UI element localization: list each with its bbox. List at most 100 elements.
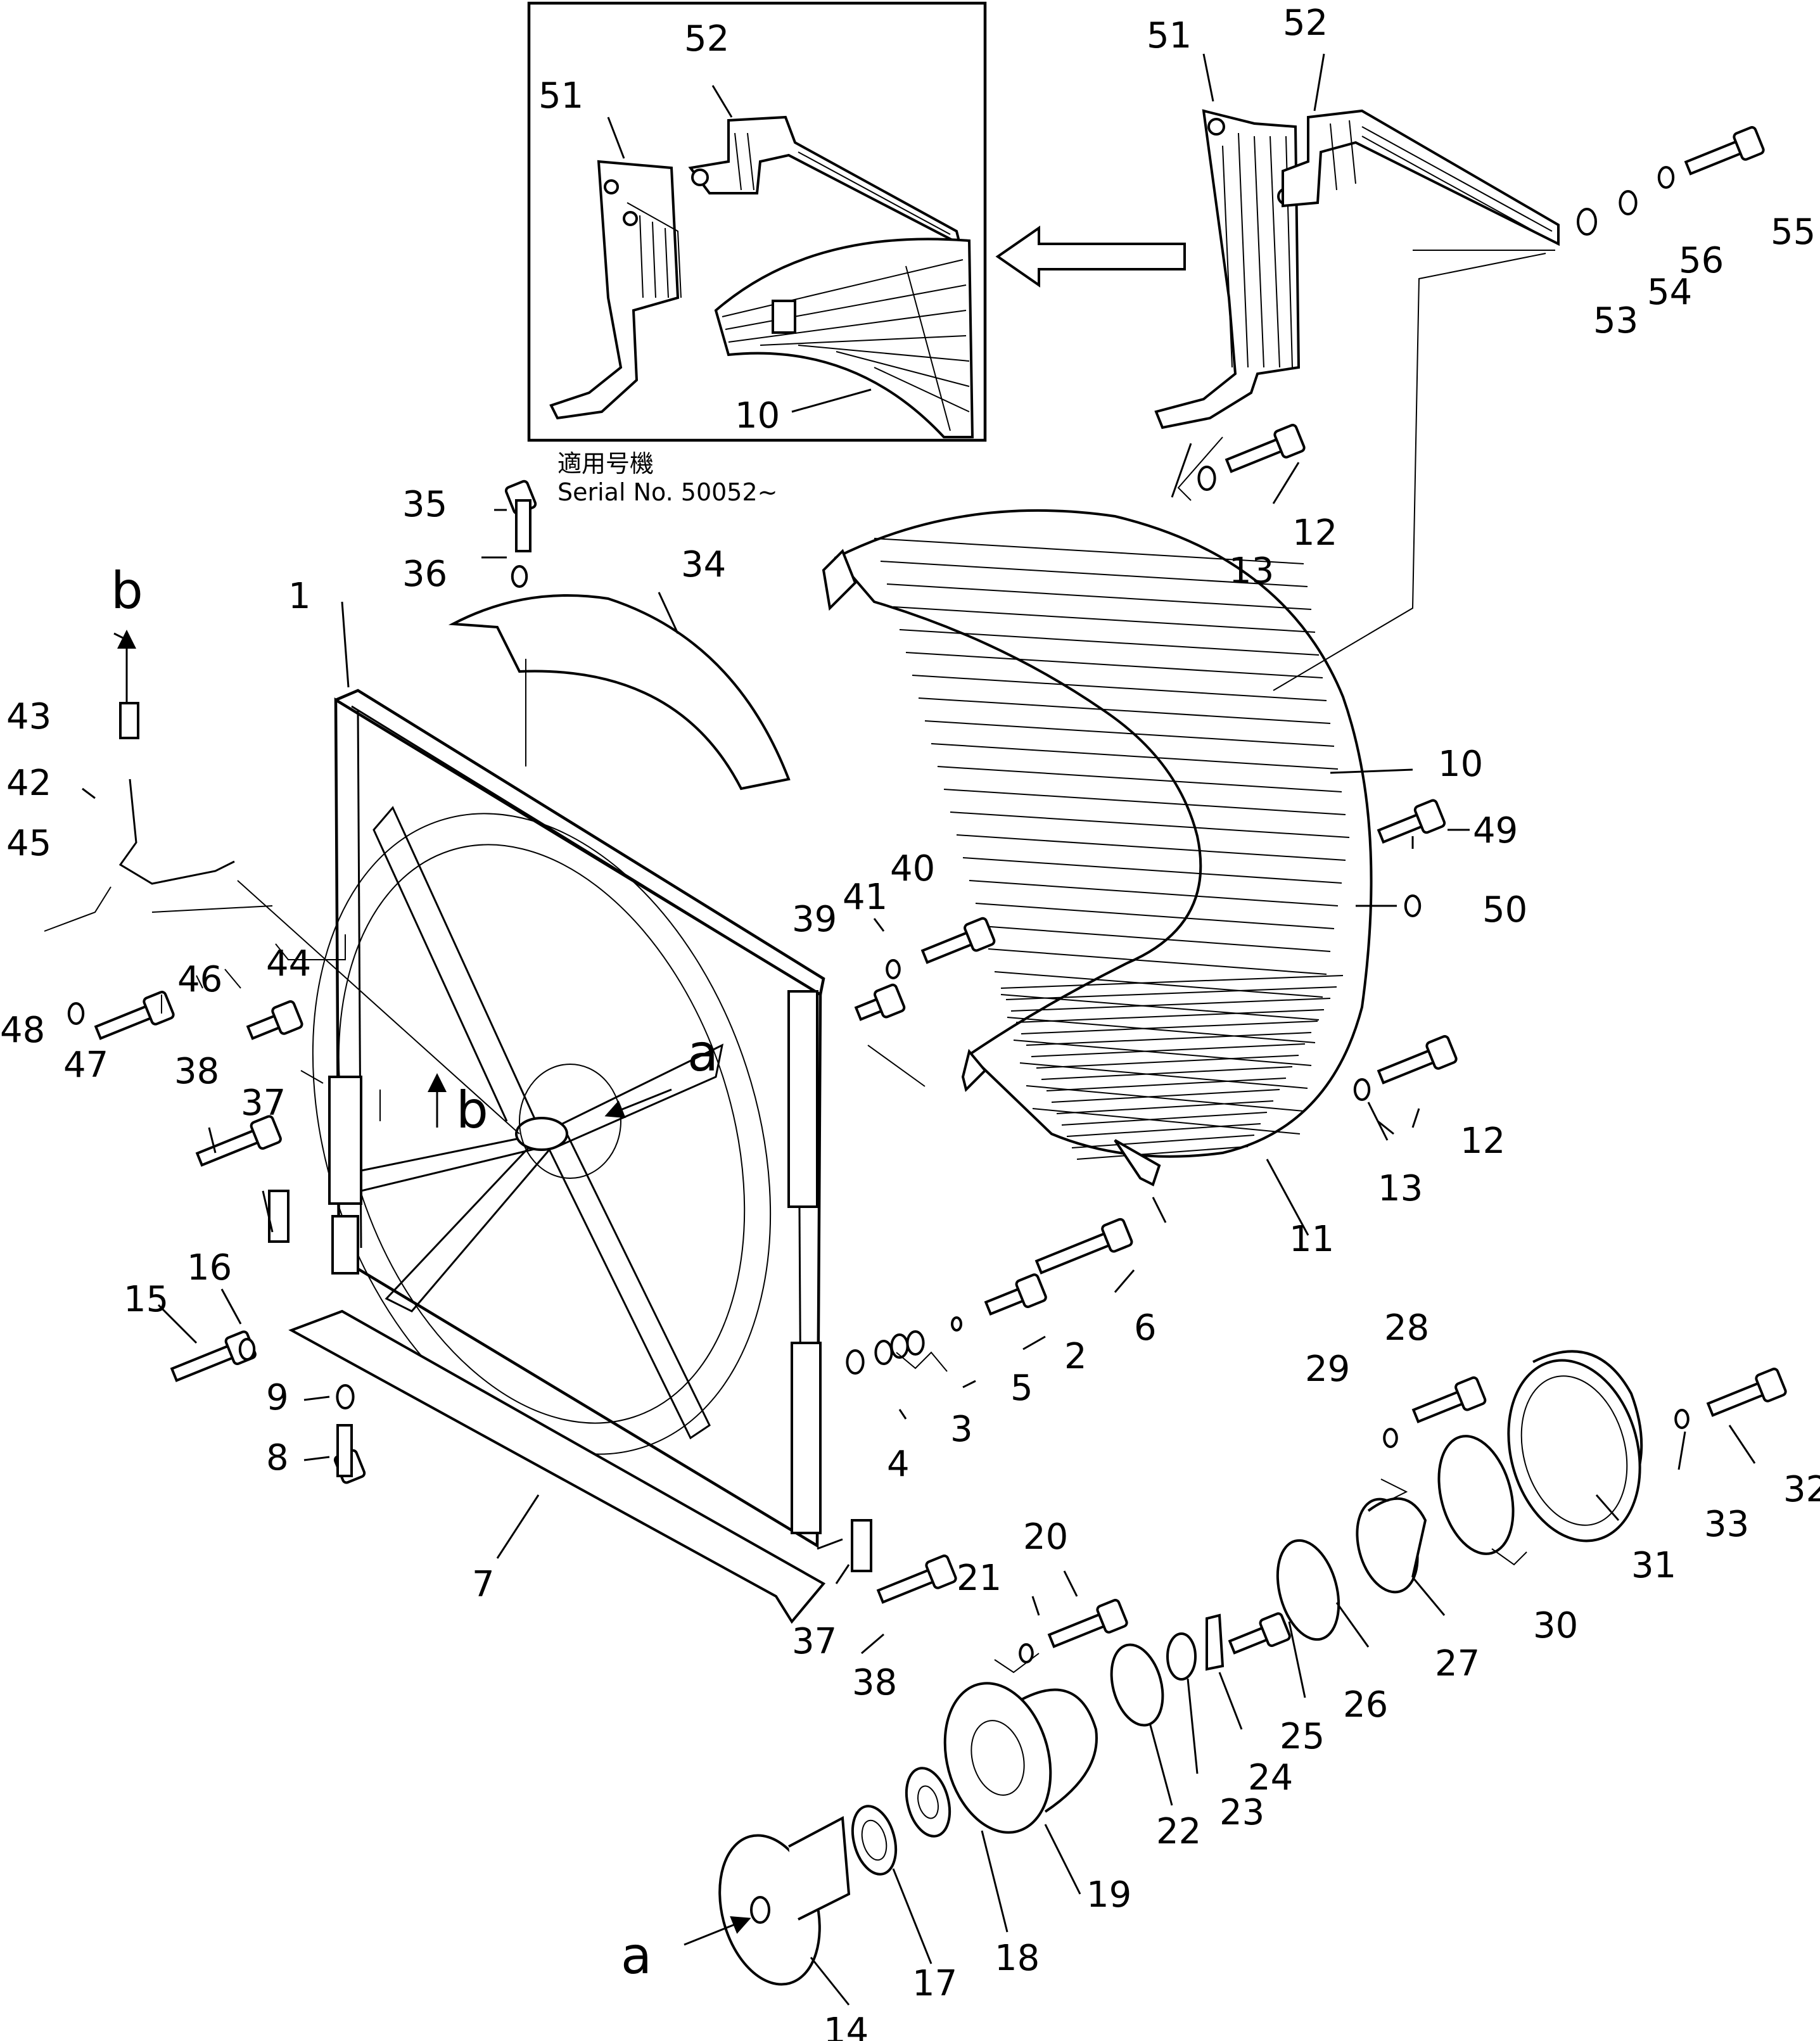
callout-18: 18 <box>995 1938 1040 1979</box>
callout-13: 13 <box>1378 1168 1423 1209</box>
collar-53-icon <box>1577 208 1597 236</box>
callout-16: 16 <box>187 1247 232 1288</box>
bolt-38-left-icon <box>195 1115 282 1167</box>
spring-3a-icon <box>906 1330 925 1356</box>
hardware <box>67 126 1787 1663</box>
bolt-12-icon <box>1377 1035 1458 1084</box>
fan-shroud <box>822 509 1373 1186</box>
callout-36: 36 <box>402 554 447 595</box>
callout-29: 29 <box>1305 1349 1350 1390</box>
callout-11: 11 <box>1289 1219 1334 1260</box>
callout-41: 41 <box>843 877 888 918</box>
serial-label: Serial No. 50052~ <box>557 478 778 506</box>
callout-49: 49 <box>1473 810 1518 851</box>
lower-guard <box>288 1309 826 1624</box>
pin-39-icon <box>854 983 906 1021</box>
bolt-47-icon <box>94 991 175 1040</box>
callout-42: 42 <box>6 763 51 804</box>
washer-9-icon <box>336 1384 355 1409</box>
switch-44-icon <box>246 1000 303 1040</box>
callout-34: 34 <box>681 544 726 585</box>
bracket-assembly <box>1154 109 1560 429</box>
callout-45: 45 <box>6 823 51 864</box>
bolt-6-icon <box>1034 1218 1133 1275</box>
callout-54: 54 <box>1647 272 1692 313</box>
bolt-35-shaft-icon <box>515 499 531 552</box>
washer-50-icon <box>1404 894 1422 917</box>
callout-46: 46 <box>177 959 222 1000</box>
washer-56-icon <box>1657 166 1675 189</box>
washer-13-top-icon <box>1197 466 1216 491</box>
callout-37: 37 <box>792 1621 837 1662</box>
callout-52-inset: 52 <box>684 18 729 60</box>
callout-19: 19 <box>1086 1874 1131 1916</box>
inset-view <box>527 1 987 442</box>
clip-37-icon-0 <box>268 1190 290 1243</box>
callout-27: 27 <box>1435 1643 1480 1684</box>
view-marker-a-bottom: a <box>621 1926 652 1985</box>
callout-33: 33 <box>1704 1504 1749 1545</box>
callout-25: 25 <box>1280 1716 1325 1757</box>
callout-10: 10 <box>1438 744 1483 785</box>
bolt-40-icon <box>920 917 996 964</box>
leader-lines <box>44 53 1756 2006</box>
callout-7: 7 <box>472 1564 495 1605</box>
callout-51: 51 <box>1147 15 1192 56</box>
callout-1: 1 <box>288 576 311 617</box>
callout-44: 44 <box>266 943 311 984</box>
upper-cover <box>448 594 791 791</box>
callout-56: 56 <box>1679 240 1724 281</box>
callout-22: 22 <box>1156 1811 1201 1852</box>
callout-32: 32 <box>1783 1469 1820 1510</box>
clip-37-icon-1 <box>851 1519 872 1572</box>
callout-12-top: 12 <box>1292 512 1337 554</box>
bolt-25-icon <box>1228 1612 1291 1655</box>
callout-13-top: 13 <box>1229 550 1274 592</box>
callout-37-left: 37 <box>241 1083 286 1124</box>
bolt-2-icon <box>984 1273 1047 1316</box>
callout-17: 17 <box>912 1963 957 2004</box>
callout-6: 6 <box>1134 1307 1157 1349</box>
nut-54-icon <box>1619 190 1638 215</box>
callout-43: 43 <box>6 696 51 737</box>
callout-26: 26 <box>1343 1684 1388 1726</box>
washer-16-icon <box>238 1338 256 1361</box>
callout-39: 39 <box>792 899 837 940</box>
bolt-20-icon <box>1047 1599 1128 1648</box>
ring-5-icon <box>951 1316 962 1332</box>
tube-42-icon <box>118 779 235 885</box>
callout-53: 53 <box>1593 300 1638 341</box>
fitting-43-icon <box>119 702 139 739</box>
washer-48-icon <box>67 1002 85 1025</box>
view-arrow-icon <box>995 226 1186 288</box>
callout-38-left: 38 <box>174 1051 219 1092</box>
callout-12: 12 <box>1460 1121 1505 1162</box>
callout-28: 28 <box>1384 1307 1429 1349</box>
washer-4-icon <box>846 1349 865 1375</box>
callout-14: 14 <box>824 2011 869 2041</box>
callout-30: 30 <box>1533 1605 1578 1646</box>
callout-4: 4 <box>887 1444 910 1485</box>
spring-3b-icon <box>890 1333 909 1359</box>
callout-9: 9 <box>266 1377 289 1418</box>
callout-5: 5 <box>1010 1368 1033 1409</box>
callout-labels: 52 51 10 51 52 55 56 54 53 12 13 10 49 5… <box>0 3 1820 2041</box>
washer-41-icon <box>886 959 901 979</box>
washer-33-icon <box>1674 1409 1690 1429</box>
washer-36-icon <box>511 565 528 588</box>
callout-35: 35 <box>402 484 447 525</box>
callout-21: 21 <box>957 1558 1002 1599</box>
callout-10-inset: 10 <box>735 395 780 436</box>
bolt-28-icon <box>1411 1376 1487 1423</box>
callout-38: 38 <box>852 1662 897 1703</box>
view-marker-b-top: b <box>111 561 143 620</box>
callout-8: 8 <box>266 1437 289 1478</box>
applicable-label: 適用号機 <box>557 450 654 478</box>
callout-3: 3 <box>950 1409 973 1450</box>
bolt-49-icon <box>1377 799 1446 844</box>
radiator-frame <box>312 689 825 1548</box>
callout-52: 52 <box>1283 3 1328 44</box>
bolt-55-icon <box>1684 126 1765 175</box>
bolt-8-shaft-icon <box>336 1424 353 1477</box>
